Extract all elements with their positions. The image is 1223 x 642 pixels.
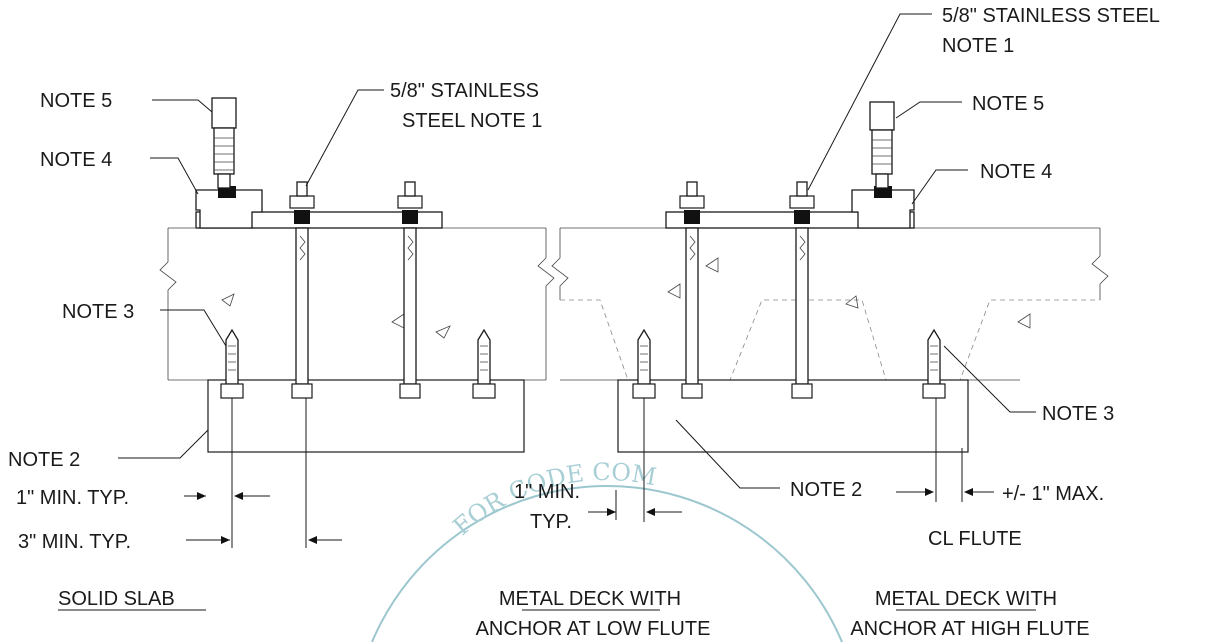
dim-left-1in: 1" MIN. TYP. xyxy=(16,487,129,509)
watermark-seal: FOR CODE COM xyxy=(371,458,843,642)
callout-right-note5: NOTE 5 xyxy=(972,93,1044,115)
base-plate xyxy=(195,211,443,229)
anchor-left-2 xyxy=(472,328,496,399)
anchor-deck-1 xyxy=(632,328,656,399)
steel-member xyxy=(207,379,525,453)
steel-member-deck xyxy=(617,379,969,453)
title-high-flute-line1: METAL DECK WITH xyxy=(875,588,1057,610)
callout-left-note5: NOTE 5 xyxy=(40,90,112,112)
callout-right-rod-line1: 5/8" STAINLESS STEEL xyxy=(942,5,1160,27)
callout-left-note4: NOTE 4 xyxy=(40,149,112,171)
dim-right-max: +/- 1" MAX. xyxy=(1002,483,1104,505)
callout-right-rod-line2: NOTE 1 xyxy=(942,35,1014,57)
callout-right-note3: NOTE 3 xyxy=(1042,403,1114,425)
dim-mid-1in-line1: 1" MIN. xyxy=(514,481,580,503)
callout-left-rod-line2: STEEL NOTE 1 xyxy=(402,110,542,132)
title-solid-slab: SOLID SLAB xyxy=(58,588,175,610)
metal-deck-detail xyxy=(551,101,1109,522)
callout-left-note3: NOTE 3 xyxy=(62,301,134,323)
anchor-left-1 xyxy=(220,328,244,399)
anchor-deck-2 xyxy=(922,328,946,399)
callout-left-rod-line1: 5/8" STAINLESS xyxy=(390,80,539,102)
callout-left-note2: NOTE 2 xyxy=(8,449,80,471)
title-low-flute-line2: ANCHOR AT LOW FLUTE xyxy=(476,618,711,640)
callout-right-note4: NOTE 4 xyxy=(980,161,1052,183)
callout-right-note2: NOTE 2 xyxy=(790,479,862,501)
title-high-flute-line2: ANCHOR AT HIGH FLUTE xyxy=(850,618,1089,640)
dim-left-3in: 3" MIN. TYP. xyxy=(18,531,131,553)
solid-slab-detail xyxy=(159,97,555,548)
title-low-flute-line1: METAL DECK WITH xyxy=(499,588,681,610)
dim-mid-1in-line2: TYP. xyxy=(530,511,572,533)
dim-right-flute: CL FLUTE xyxy=(928,528,1022,550)
callout-leaders xyxy=(118,13,1036,489)
base-plate-deck xyxy=(665,211,915,229)
